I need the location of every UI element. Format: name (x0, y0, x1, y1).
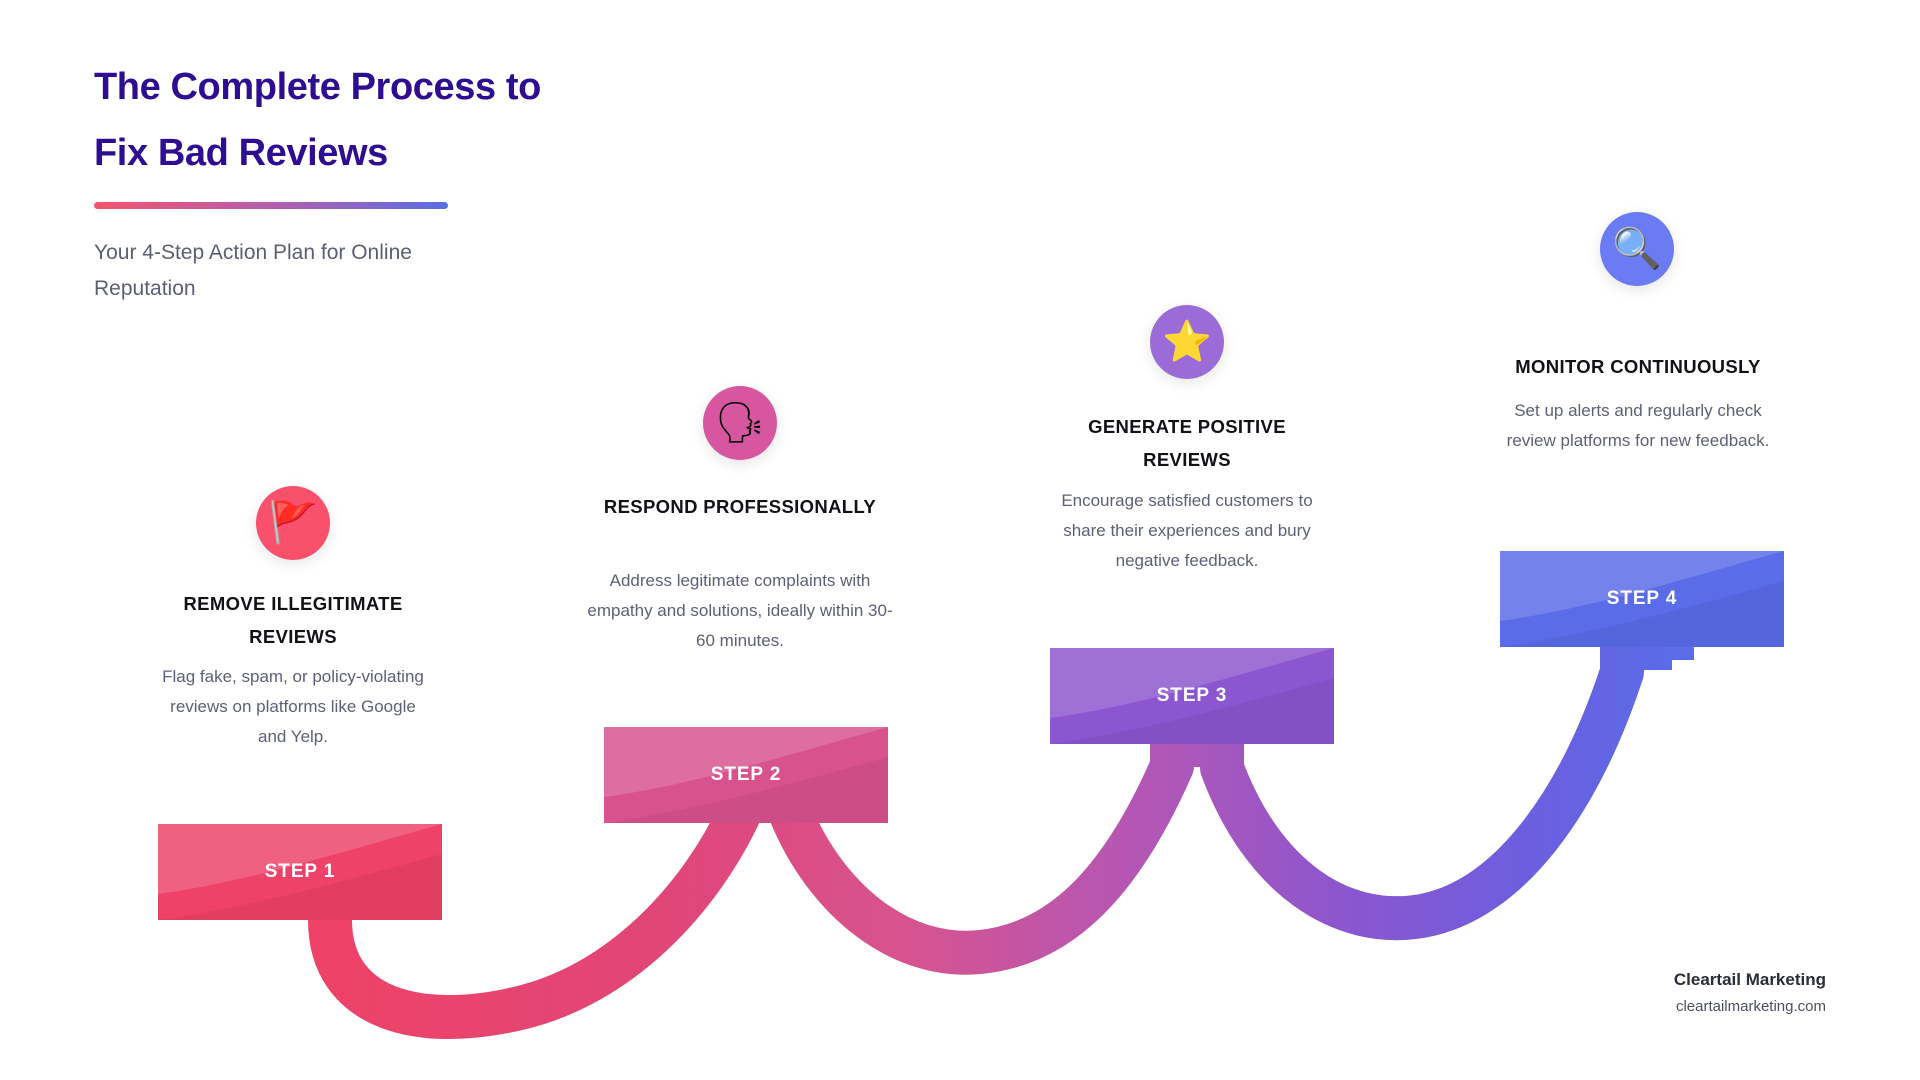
brand-block: Cleartail Marketing cleartailmarketing.c… (1674, 966, 1826, 1020)
step-2-icon-glyph: 🗣 (714, 401, 766, 445)
accent-rule-divider (94, 202, 448, 209)
step-1-title: REMOVE ILLEGITIMATE REVIEWS (183, 593, 403, 647)
page-title-line-2: Fix Bad Reviews (94, 132, 388, 174)
step-2-badge-label: STEP 2 (710, 764, 782, 785)
step-3-badge-label: STEP 3 (1156, 685, 1228, 706)
step-2-badge[interactable]: STEP 2 (604, 727, 888, 823)
step-4-badge-label: STEP 4 (1606, 588, 1678, 609)
brand-url[interactable]: cleartailmarketing.com (1675, 998, 1826, 1015)
page-title-line-1: The Complete Process to (94, 66, 541, 108)
step-4-badge[interactable]: STEP 4 (1500, 551, 1784, 647)
step-3-badge[interactable]: STEP 3 (1050, 648, 1334, 744)
step-3-title: GENERATE POSITIVE REVIEWS (1088, 416, 1286, 470)
header-block: The Complete Process to Fix Bad Reviews … (94, 54, 714, 307)
star-icon: ⭐ (1150, 305, 1224, 379)
step-1-badge-label: STEP 1 (264, 861, 336, 882)
step-3-description: Encourage satisfied customers to share t… (1061, 491, 1313, 570)
step-1-description: Flag fake, spam, or policy-violating rev… (162, 667, 424, 746)
magnifying-glass-icon: 🔍 (1600, 212, 1674, 286)
step-2-title: RESPOND PROFESSIONALLY (603, 496, 877, 517)
brand-name: Cleartail Marketing (1673, 970, 1826, 989)
speaking-head-icon: 🗣 (703, 386, 777, 460)
step-2-description: Address legitimate complaints with empat… (587, 571, 893, 650)
step-4-description: Set up alerts and regularly check review… (1506, 401, 1770, 450)
page-subtitle: Your 4-Step Action Plan for Online Reput… (94, 241, 412, 300)
triangular-flag-icon: 🚩 (256, 486, 330, 560)
ribbon-path (308, 626, 1694, 1040)
step-1-icon-glyph: 🚩 (268, 501, 318, 545)
step-4-title: MONITOR CONTINUOUSLY (1515, 356, 1761, 377)
step-1-badge[interactable]: STEP 1 (158, 824, 442, 920)
step-3-icon-glyph: ⭐ (1162, 320, 1212, 364)
step-4-icon-glyph: 🔍 (1612, 227, 1662, 271)
